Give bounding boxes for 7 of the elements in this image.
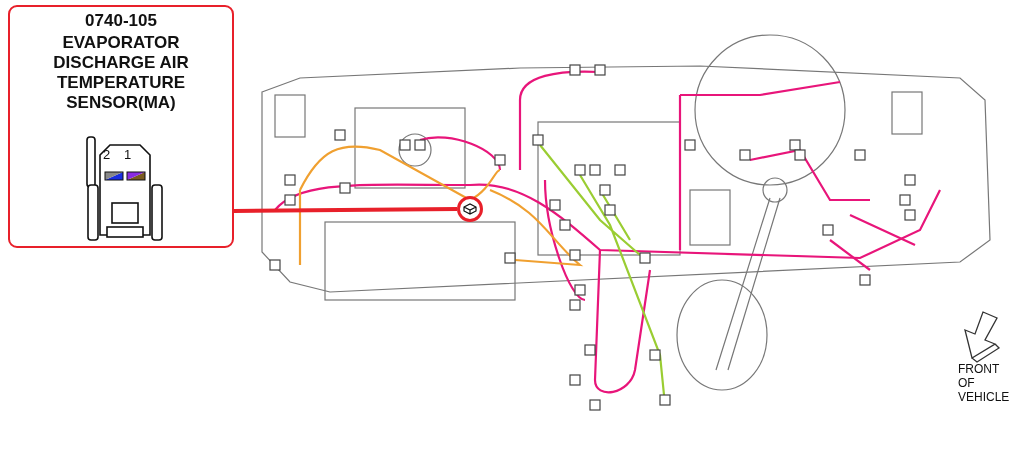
callout-box [8,5,234,248]
direction-label: FRONT OF VEHICLE [958,362,1010,404]
part-name: EVAPORATOR DISCHARGE AIR TEMPERATURE SENSOR(MA) [52,33,190,113]
pin-number: 2 [103,148,111,162]
leader-line [233,207,458,213]
part-number: 0740-105 [84,11,158,31]
pin-number: 1 [124,148,132,162]
